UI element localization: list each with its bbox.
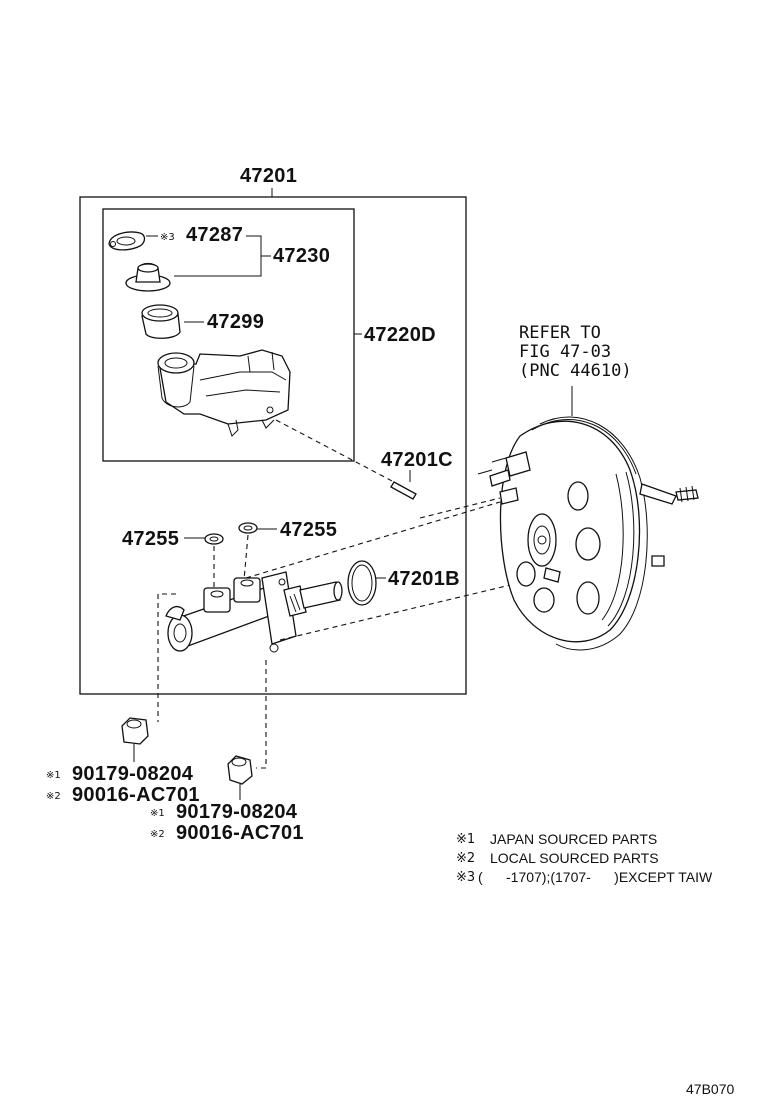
bolt-left-mark1: ※1 [46,770,61,781]
label-47255-right: 47255 [280,519,337,541]
part-master-cylinder[interactable] [165,571,343,653]
refer-line1: REFER TO [519,323,601,343]
part-47201B-oring[interactable] [347,560,377,606]
label-47201B: 47201B [388,568,460,590]
figure-code: 47B070 [686,1081,734,1097]
part-47255-grommet-right[interactable] [238,522,258,534]
dash-cyl-booster-top [245,501,501,579]
bolt-left-num2: 90016-AC701 [72,784,200,806]
label-47299: 47299 [207,311,264,333]
assembly-label: 47201 [240,165,297,187]
label-47287: 47287 [186,224,243,246]
reservoir-box-label: 47220D [364,324,436,346]
legend-text-1: JAPAN SOURCED PARTS [490,831,657,847]
legend-text-2: LOCAL SOURCED PARTS [490,850,659,866]
part-47255-grommet-left[interactable] [204,533,224,545]
part-brake-booster[interactable] [477,416,699,651]
refer-line2: FIG 47-03 [519,342,611,362]
dash-grommet-right [243,534,249,581]
legend-mark-1: ※1 [456,832,475,847]
assembly-box [79,196,467,695]
part-reservoir-cap[interactable] [125,262,171,292]
bolt-right-num1: 90179-08204 [176,801,298,823]
part-47201C-pin[interactable] [390,481,417,500]
refer-line3: (PNC 44610) [519,361,632,381]
part-47287-gasket[interactable] [108,231,146,251]
label-47255-left: 47255 [122,528,179,550]
legend-text-3: ( -1707);(1707- )EXCEPT TAIW [478,869,713,885]
dash-bolt-left [157,593,176,722]
bolt-right-mark2: ※2 [150,829,165,840]
bolt-right-num2: 90016-AC701 [176,822,304,844]
dash-cyl-booster-bottom [279,575,549,641]
dash-booster-stud [419,497,501,519]
dash-bolt-right [256,660,267,769]
dash-tank-pin [275,419,395,483]
label-47230: 47230 [273,245,330,267]
bolt-left[interactable] [121,717,149,745]
bolt-right-mark1: ※1 [150,808,165,819]
bolt-left-mark2: ※2 [46,791,61,802]
reservoir-box [102,208,355,462]
label-47201C: 47201C [381,449,453,471]
bolt-left-num1: 90179-08204 [72,763,194,785]
mark-47287: ※3 [160,232,175,243]
legend-mark-2: ※2 [456,851,475,866]
bolt-right[interactable] [227,755,253,785]
legend-mark-3: ※3 [456,870,475,885]
part-47299-strainer[interactable] [141,304,181,339]
part-reservoir-tank[interactable] [157,349,291,437]
